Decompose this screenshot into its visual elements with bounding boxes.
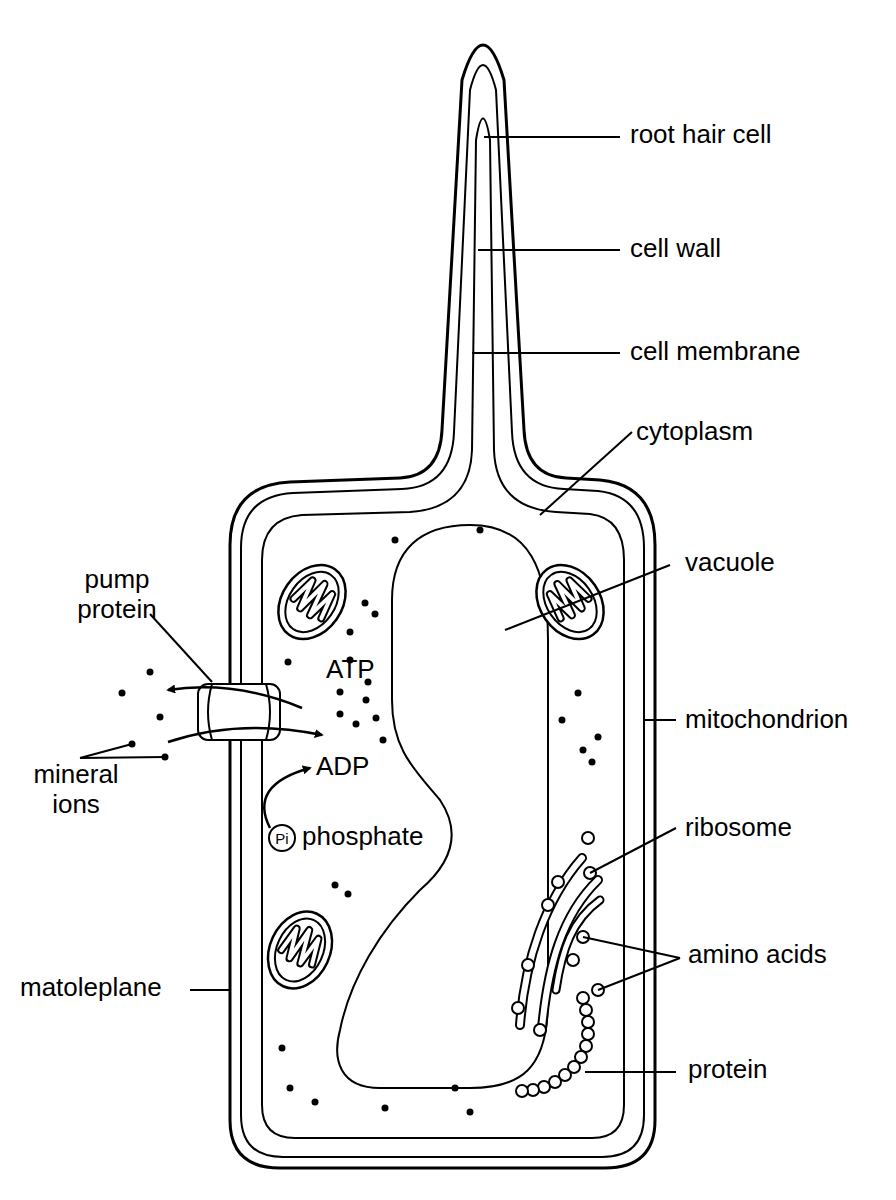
endoplasmic-reticulum <box>520 858 600 1028</box>
protein-chain-part <box>582 1028 594 1040</box>
ion-dots-part <box>580 747 587 754</box>
ribosome-dots-part <box>567 954 579 966</box>
part-label: matoleplane <box>20 973 162 1003</box>
part-label: ATP <box>326 655 375 685</box>
part-label: mitochondrion <box>685 705 848 735</box>
ion-dots-part <box>347 629 354 636</box>
ribosome-dots-part <box>522 959 534 971</box>
protein-chain-part <box>516 1085 528 1097</box>
node-text: Pi <box>275 831 288 846</box>
ribosome-dots-part <box>552 876 564 888</box>
ion-dots-part <box>337 689 344 696</box>
part-label: phosphate <box>302 822 423 852</box>
endoplasmic-reticulum-part <box>542 880 598 1028</box>
protein-chain-part <box>582 1016 594 1028</box>
ribosome-dots-part <box>542 899 554 911</box>
ion-dots-part <box>382 1105 389 1112</box>
endoplasmic-reticulum-part <box>556 900 600 990</box>
part-label: cell membrane <box>630 337 801 367</box>
leader-line-part <box>80 757 165 758</box>
endoplasmic-reticulum-part <box>556 900 600 990</box>
mitochondrion-shape-part <box>522 552 617 652</box>
leader-line-part <box>190 989 230 991</box>
leader-line-part <box>478 249 620 251</box>
ribosome-dots-part <box>582 832 594 844</box>
leader-line-part <box>505 565 670 630</box>
transport-arrow-part <box>168 687 302 708</box>
leader-line-part <box>540 432 632 515</box>
ion-dots-part <box>119 690 126 697</box>
part-label: root hair cell <box>630 120 772 150</box>
ion-dots-part <box>575 690 582 697</box>
cell-outline-part <box>230 45 655 1168</box>
ribosome-dots-part <box>512 1002 524 1014</box>
leader-line <box>80 137 680 1072</box>
ion-dots-part <box>589 759 596 766</box>
part-label: amino acids <box>688 940 827 970</box>
part-label: pump protein <box>52 565 182 625</box>
ion-dots-part <box>372 611 379 618</box>
ion-dots-part <box>279 1045 286 1052</box>
leader-line-part <box>80 744 132 758</box>
protein-chain-part <box>580 1004 592 1016</box>
mitochondrion-shape-part <box>264 552 359 652</box>
leader-line-part <box>645 719 676 721</box>
transport-arrow-part <box>168 728 322 742</box>
part-label: ribosome <box>685 813 792 843</box>
ion-dots-part <box>345 891 352 898</box>
cell-outline-part <box>241 65 644 1157</box>
part-label: ADP <box>316 752 369 782</box>
ribosome-dots <box>512 832 596 1036</box>
mitochondrion-shape-part <box>256 901 344 999</box>
leader-line-part <box>150 614 212 682</box>
ion-dots-part <box>477 527 484 534</box>
leader-line-part <box>484 136 620 138</box>
leader-line-part <box>472 352 620 354</box>
cell-outline <box>230 45 655 1168</box>
ribosome-dots-part <box>534 1024 546 1036</box>
ion-dots-part <box>287 1085 294 1092</box>
phosphate-circle: Pi <box>268 824 296 852</box>
ion-dots-part <box>373 715 380 722</box>
part-label: cytoplasm <box>636 417 753 447</box>
ion-dots-part <box>595 734 602 741</box>
part-label: protein <box>688 1055 768 1085</box>
protein-chain <box>516 984 604 1097</box>
ion-dots-part <box>559 717 566 724</box>
transport-arrow <box>168 687 322 828</box>
leader-line-part <box>585 1071 676 1073</box>
ion-dots-part <box>452 1085 459 1092</box>
endoplasmic-reticulum-part <box>542 880 598 1028</box>
ion-dots-part <box>467 1109 474 1116</box>
part-label: cell wall <box>630 234 721 264</box>
pump-protein-shape-part <box>266 684 270 740</box>
leader-line-part <box>583 937 680 958</box>
leader-line-part <box>598 958 680 990</box>
ion-dots-part <box>157 714 164 721</box>
transport-arrow-part <box>264 768 310 828</box>
ion-dots-part <box>337 711 344 718</box>
ion-dots <box>119 527 602 1116</box>
ion-dots-part <box>312 1099 319 1106</box>
part-label: mineral ions <box>20 760 132 820</box>
ion-dots-part <box>380 737 387 744</box>
ion-dots-part <box>285 659 292 666</box>
leader-line-part <box>590 828 676 873</box>
protein-chain-part <box>577 992 589 1004</box>
ion-dots-part <box>147 669 154 676</box>
ion-dots-part <box>363 697 370 704</box>
part-label: vacuole <box>685 548 775 578</box>
ion-dots-part <box>332 882 339 889</box>
vacuole-outline <box>337 525 548 1088</box>
cell-outline-part <box>262 119 624 1139</box>
ion-dots-part <box>362 600 369 607</box>
ion-dots-part <box>392 537 399 544</box>
ion-dots-part <box>353 721 360 728</box>
